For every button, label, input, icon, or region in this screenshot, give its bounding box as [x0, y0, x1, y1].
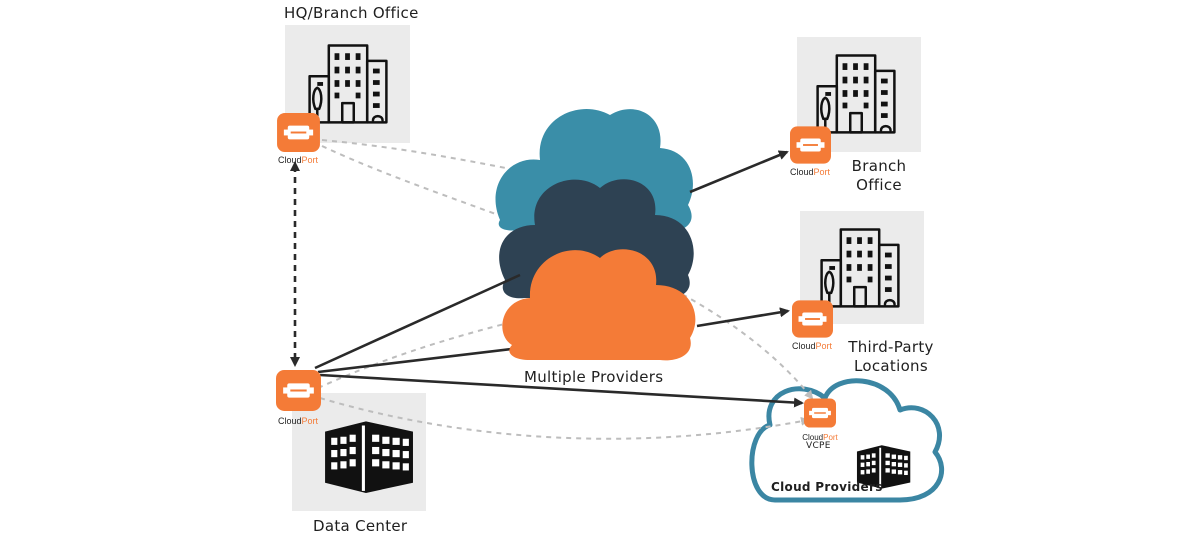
cloudport-device-icon	[790, 126, 831, 164]
third-party-label-line2: Locations	[854, 357, 928, 375]
cloud-providers-label: Cloud Providers	[771, 480, 883, 494]
arrow-dc-to-vcpe	[319, 373, 804, 408]
cloudport-device-icon	[792, 300, 833, 338]
cloudport-word-cloud: Cloud	[802, 433, 823, 442]
vcpe-label: VCPE	[806, 441, 831, 451]
cloudport-word-cloud: Cloud	[792, 341, 816, 351]
third-party-label-line1: Third-Party	[848, 338, 934, 356]
cloudport-word-port: Port	[302, 155, 319, 165]
arrow-cloud-to-branch	[689, 150, 789, 194]
branch-office-label-line1: Branch	[851, 157, 907, 175]
svg-text:CloudPort: CloudPort	[792, 341, 833, 351]
datacenter-building-icon	[325, 421, 413, 493]
solid-connections	[314, 150, 789, 374]
arrow-cloud-to-third-party	[696, 307, 790, 328]
cloudport-word-port: Port	[823, 433, 838, 442]
branch-office-label-line2: Office	[856, 176, 902, 194]
third-party-cloudport-device[interactable]: CloudPort	[792, 300, 833, 351]
cloudport-device-icon	[276, 370, 321, 411]
cloudport-word-cloud: Cloud	[790, 167, 814, 177]
data-center-label: Data Center	[313, 517, 408, 535]
cloudport-word-port: Port	[814, 167, 831, 177]
cloudport-device-icon	[804, 398, 836, 428]
dashed-line-dc-to-cloud	[317, 319, 521, 389]
cloud-providers-outline	[749, 378, 945, 503]
arrow-dc-to-cloud-lower	[317, 346, 521, 374]
hq-office-label: HQ/Branch Office	[284, 4, 419, 22]
dc-cloudport-device[interactable]: CloudPort	[276, 370, 321, 426]
cloudport-word-port: Port	[302, 416, 319, 426]
cloudport-word-port: Port	[816, 341, 833, 351]
hq-cloudport-device[interactable]: CloudPort	[277, 113, 320, 165]
third-party-label: Third-Party Locations	[843, 338, 939, 376]
svg-text:CloudPort: CloudPort	[802, 433, 838, 442]
solid-connections-front	[319, 307, 804, 408]
cloudport-device-icon	[277, 113, 320, 152]
multiple-providers-label: Multiple Providers	[524, 368, 664, 386]
cloudport-word-cloud: Cloud	[278, 155, 302, 165]
svg-text:CloudPort: CloudPort	[278, 416, 319, 426]
branch-office-label: Branch Office	[842, 157, 916, 195]
svg-text:CloudPort: CloudPort	[790, 167, 831, 177]
cloudport-word-cloud: Cloud	[278, 416, 302, 426]
vcpe-cloudport-device[interactable]: CloudPort	[802, 398, 839, 442]
provider-cloud-orange	[502, 249, 696, 361]
svg-text:CloudPort: CloudPort	[278, 155, 319, 165]
arrow-dc-to-cloud-upper	[314, 273, 521, 370]
branch-cloudport-device[interactable]: CloudPort	[790, 126, 831, 177]
